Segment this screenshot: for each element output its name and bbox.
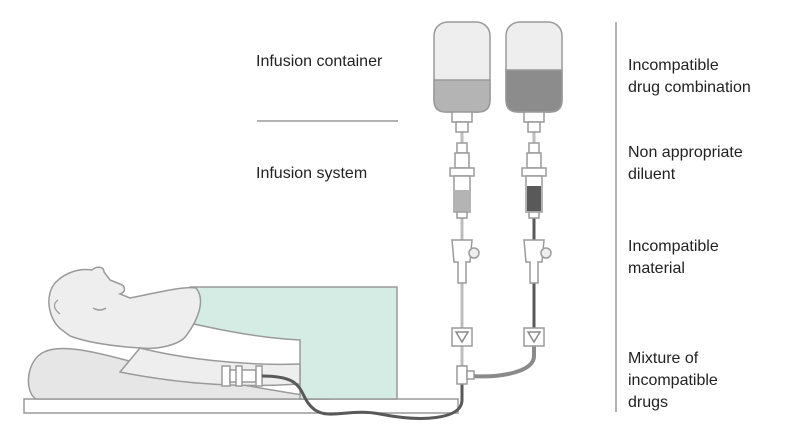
bedsheet [184, 286, 398, 400]
filter-icon [451, 327, 473, 347]
cause-mixture-of-incompatible-drugs: Mixture of incompatible drugs [628, 350, 718, 411]
roller-clamp-icon [451, 239, 480, 284]
drip-chamber-icon [449, 142, 475, 219]
cause-non-appropriate-diluent: Non appropriate diluent [628, 144, 743, 183]
infusion-bag-icon [505, 21, 563, 133]
cause-incompatible-drug-combination: Incompatible drug combination [628, 57, 751, 96]
infusion-container-label: Infusion container [256, 53, 383, 70]
infusion-bag-icon [433, 21, 491, 133]
y-connector-icon [456, 365, 475, 385]
filter-icon [523, 327, 545, 347]
drip-chamber-icon [521, 142, 547, 219]
extension-tube [261, 374, 464, 420]
roller-clamp-icon [523, 239, 552, 284]
cause-incompatible-material: Incompatible material [628, 238, 719, 277]
catheter-icon [221, 365, 263, 387]
bed [23, 398, 459, 414]
infusion-system-label: Infusion system [256, 165, 368, 182]
